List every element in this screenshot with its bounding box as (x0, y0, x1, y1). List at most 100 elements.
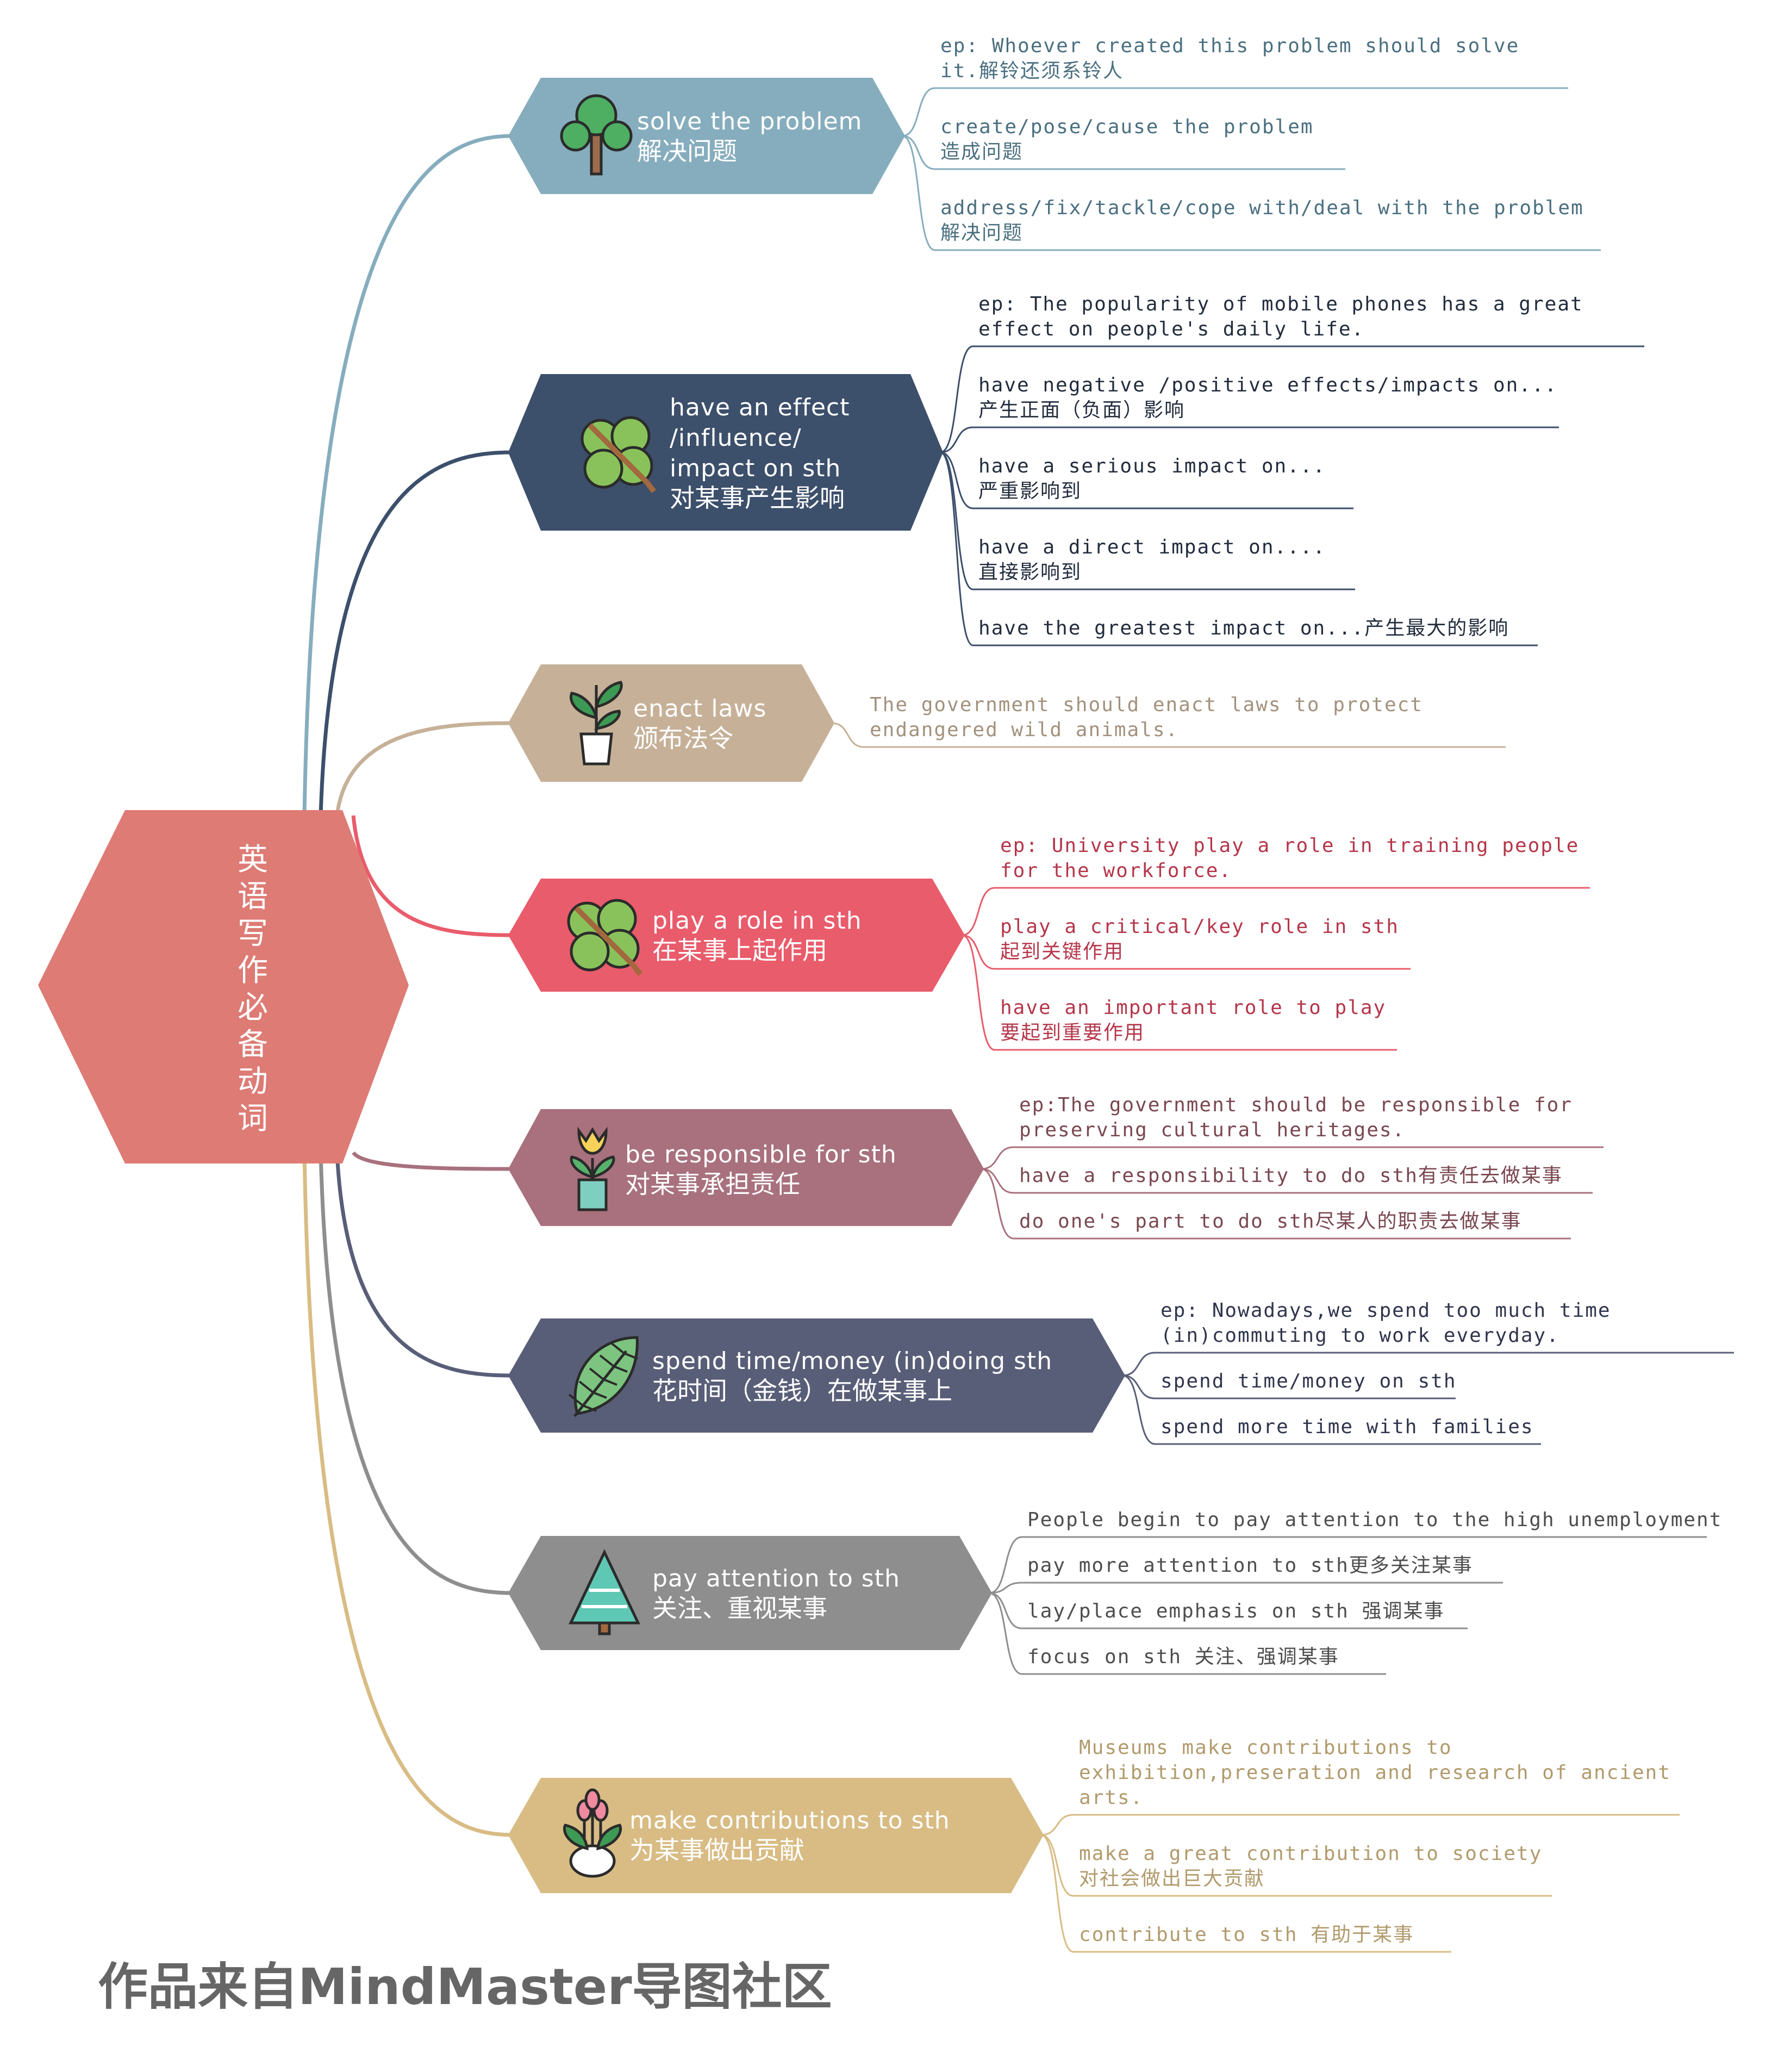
leaf-connector (902, 135, 1601, 251)
leaf-connector (1040, 1834, 1552, 1897)
root-title-char: 备 (238, 1027, 268, 1062)
branch-title: play a role in sth (652, 907, 862, 935)
leaf-icon (568, 1336, 639, 1417)
leaf-connector (989, 1592, 1386, 1675)
branch-title: /influence/ (670, 424, 802, 452)
leaf-connector (1040, 1834, 1451, 1953)
leaf-item[interactable]: make a great contribution to society对社会做… (1040, 1834, 1552, 1897)
leaf-text: People begin to pay attention to the hig… (1027, 1509, 1722, 1531)
leaf-item[interactable]: ep: The popularity of mobile phones has … (940, 293, 1644, 453)
leaf-connector (1122, 1374, 1456, 1399)
leaf-item[interactable]: Museums make contributions toexhibition,… (1040, 1737, 1680, 1836)
leaf-item[interactable]: ep:The government should be responsible … (981, 1094, 1604, 1170)
root-title-char: 英 (238, 842, 268, 878)
leaf-connector (962, 934, 1397, 1051)
leaf-item[interactable]: ep: Whoever created this problem should … (902, 35, 1568, 137)
connector-root-branch-3 (335, 721, 514, 816)
leaf-text: Museums make contributions to (1079, 1737, 1452, 1759)
leaf-text: ep: Whoever created this problem should … (940, 35, 1519, 57)
root-title-char: 词 (238, 1101, 268, 1136)
branch-title-cn: 为某事做出贡献 (629, 1835, 804, 1865)
leaf-text: focus on sth 关注、强调某事 (1027, 1646, 1339, 1668)
leaf-connector (940, 451, 1353, 509)
leaf-connector (989, 1592, 1468, 1629)
leaf-text: play a critical/key role in sth (1000, 916, 1399, 938)
connector-root-branch-6 (335, 1152, 514, 1378)
branch-title: make contributions to sth (629, 1807, 950, 1834)
branch-title: impact on sth (670, 455, 841, 482)
leaf-text: 严重影响到 (978, 480, 1082, 502)
branch-node-6[interactable]: spend time/money (in)doing sth花时间（金钱）在做某… (508, 1318, 1125, 1433)
leaf-text: address/fix/tackle/cope with/deal with t… (940, 197, 1584, 219)
connector-root-branch-7 (319, 1152, 514, 1595)
leaf-text: have the greatest impact on...产生最大的影响 (978, 617, 1509, 639)
leaf-text: for the workforce. (1000, 860, 1232, 882)
leaf-text: 解决问题 (940, 222, 1023, 244)
potted-plant-icon (569, 681, 623, 766)
leaf-item[interactable]: pay more attention to sth更多关注某事 (989, 1554, 1503, 1594)
leaf-text: arts. (1079, 1787, 1143, 1809)
leaf-item[interactable]: have a responsibility to do sth有责任去做某事 (981, 1165, 1593, 1194)
tree-icon (560, 94, 633, 176)
clover-icon (581, 416, 656, 494)
leaf-item[interactable]: spend more time with families (1122, 1374, 1541, 1445)
leaf-item[interactable]: ep: University play a role in training p… (962, 835, 1590, 936)
leaf-item[interactable]: spend time/money on sth (1122, 1370, 1457, 1399)
leaf-text: spend more time with families (1161, 1416, 1534, 1438)
connector-root-branch-1 (302, 134, 514, 816)
leaf-connector (902, 87, 1568, 137)
leaf-text: it.解铃还须系铃人 (940, 60, 1124, 82)
leaf-text: ep: Nowadays,we spend too much time (1161, 1299, 1611, 1322)
leaf-text: ep:The government should be responsible … (1019, 1094, 1573, 1116)
leaf-text: have an important role to play (1000, 997, 1386, 1019)
leaf-item[interactable]: People begin to pay attention to the hig… (989, 1509, 1722, 1594)
connector-root-branch-8 (302, 1152, 514, 1837)
connector-root-branch-2 (319, 450, 514, 816)
leaf-text: effect on people's daily life. (978, 318, 1364, 340)
leaf-item[interactable]: focus on sth 关注、强调某事 (989, 1592, 1386, 1675)
branch-title-cn: 颁布法令 (633, 724, 733, 753)
leaf-text: have a responsibility to do sth有责任去做某事 (1019, 1165, 1563, 1187)
connector-root-branch-5 (352, 1151, 514, 1171)
leaf-connector (1040, 1814, 1680, 1836)
leaf-item[interactable]: lay/place emphasis on sth 强调某事 (989, 1592, 1468, 1629)
leaf-text: 对社会做出巨大贡献 (1079, 1868, 1265, 1890)
leaf-connector (1122, 1352, 1734, 1377)
leaf-text: pay more attention to sth更多关注某事 (1027, 1554, 1473, 1577)
branch-title-cn: 对某事产生影响 (670, 483, 845, 513)
leaf-item[interactable]: have a direct impact on....直接影响到 (940, 451, 1355, 590)
leaf-connector (962, 887, 1590, 936)
leaf-item[interactable]: have a serious impact on...严重影响到 (940, 451, 1353, 509)
leaf-text: spend time/money on sth (1161, 1370, 1457, 1392)
branch-title: spend time/money (in)doing sth (652, 1347, 1052, 1375)
leaf-item[interactable]: address/fix/tackle/cope with/deal with t… (902, 135, 1601, 251)
leaf-text: 直接影响到 (978, 561, 1082, 583)
leaf-item[interactable]: have the greatest impact on...产生最大的影响 (940, 451, 1538, 646)
connector-root-branch-4 (351, 815, 514, 937)
branch-title-cn: 花时间（金钱）在做某事上 (652, 1376, 952, 1405)
leaf-connector (940, 451, 1538, 646)
clover-icon (567, 899, 642, 976)
leaf-item[interactable]: ep: Nowadays,we spend too much time(in)c… (1122, 1299, 1734, 1377)
leaf-item[interactable]: The government should enact laws to prot… (831, 694, 1506, 748)
leaf-connector (1122, 1374, 1541, 1445)
branch-title: be responsible for sth (625, 1141, 897, 1168)
branch-node-2[interactable]: have an effect/influence/impact on sth对某… (508, 374, 943, 531)
leaf-connector (981, 1168, 1571, 1240)
leaf-connector (981, 1146, 1604, 1170)
leaf-item[interactable]: contribute to sth 有助于某事 (1040, 1834, 1451, 1953)
branch-title: pay attention to sth (652, 1565, 900, 1592)
leaf-item[interactable]: do one's part to do sth尽某人的职责去做某事 (981, 1168, 1571, 1240)
leaf-item[interactable]: have negative /positive effects/impacts … (940, 374, 1559, 453)
